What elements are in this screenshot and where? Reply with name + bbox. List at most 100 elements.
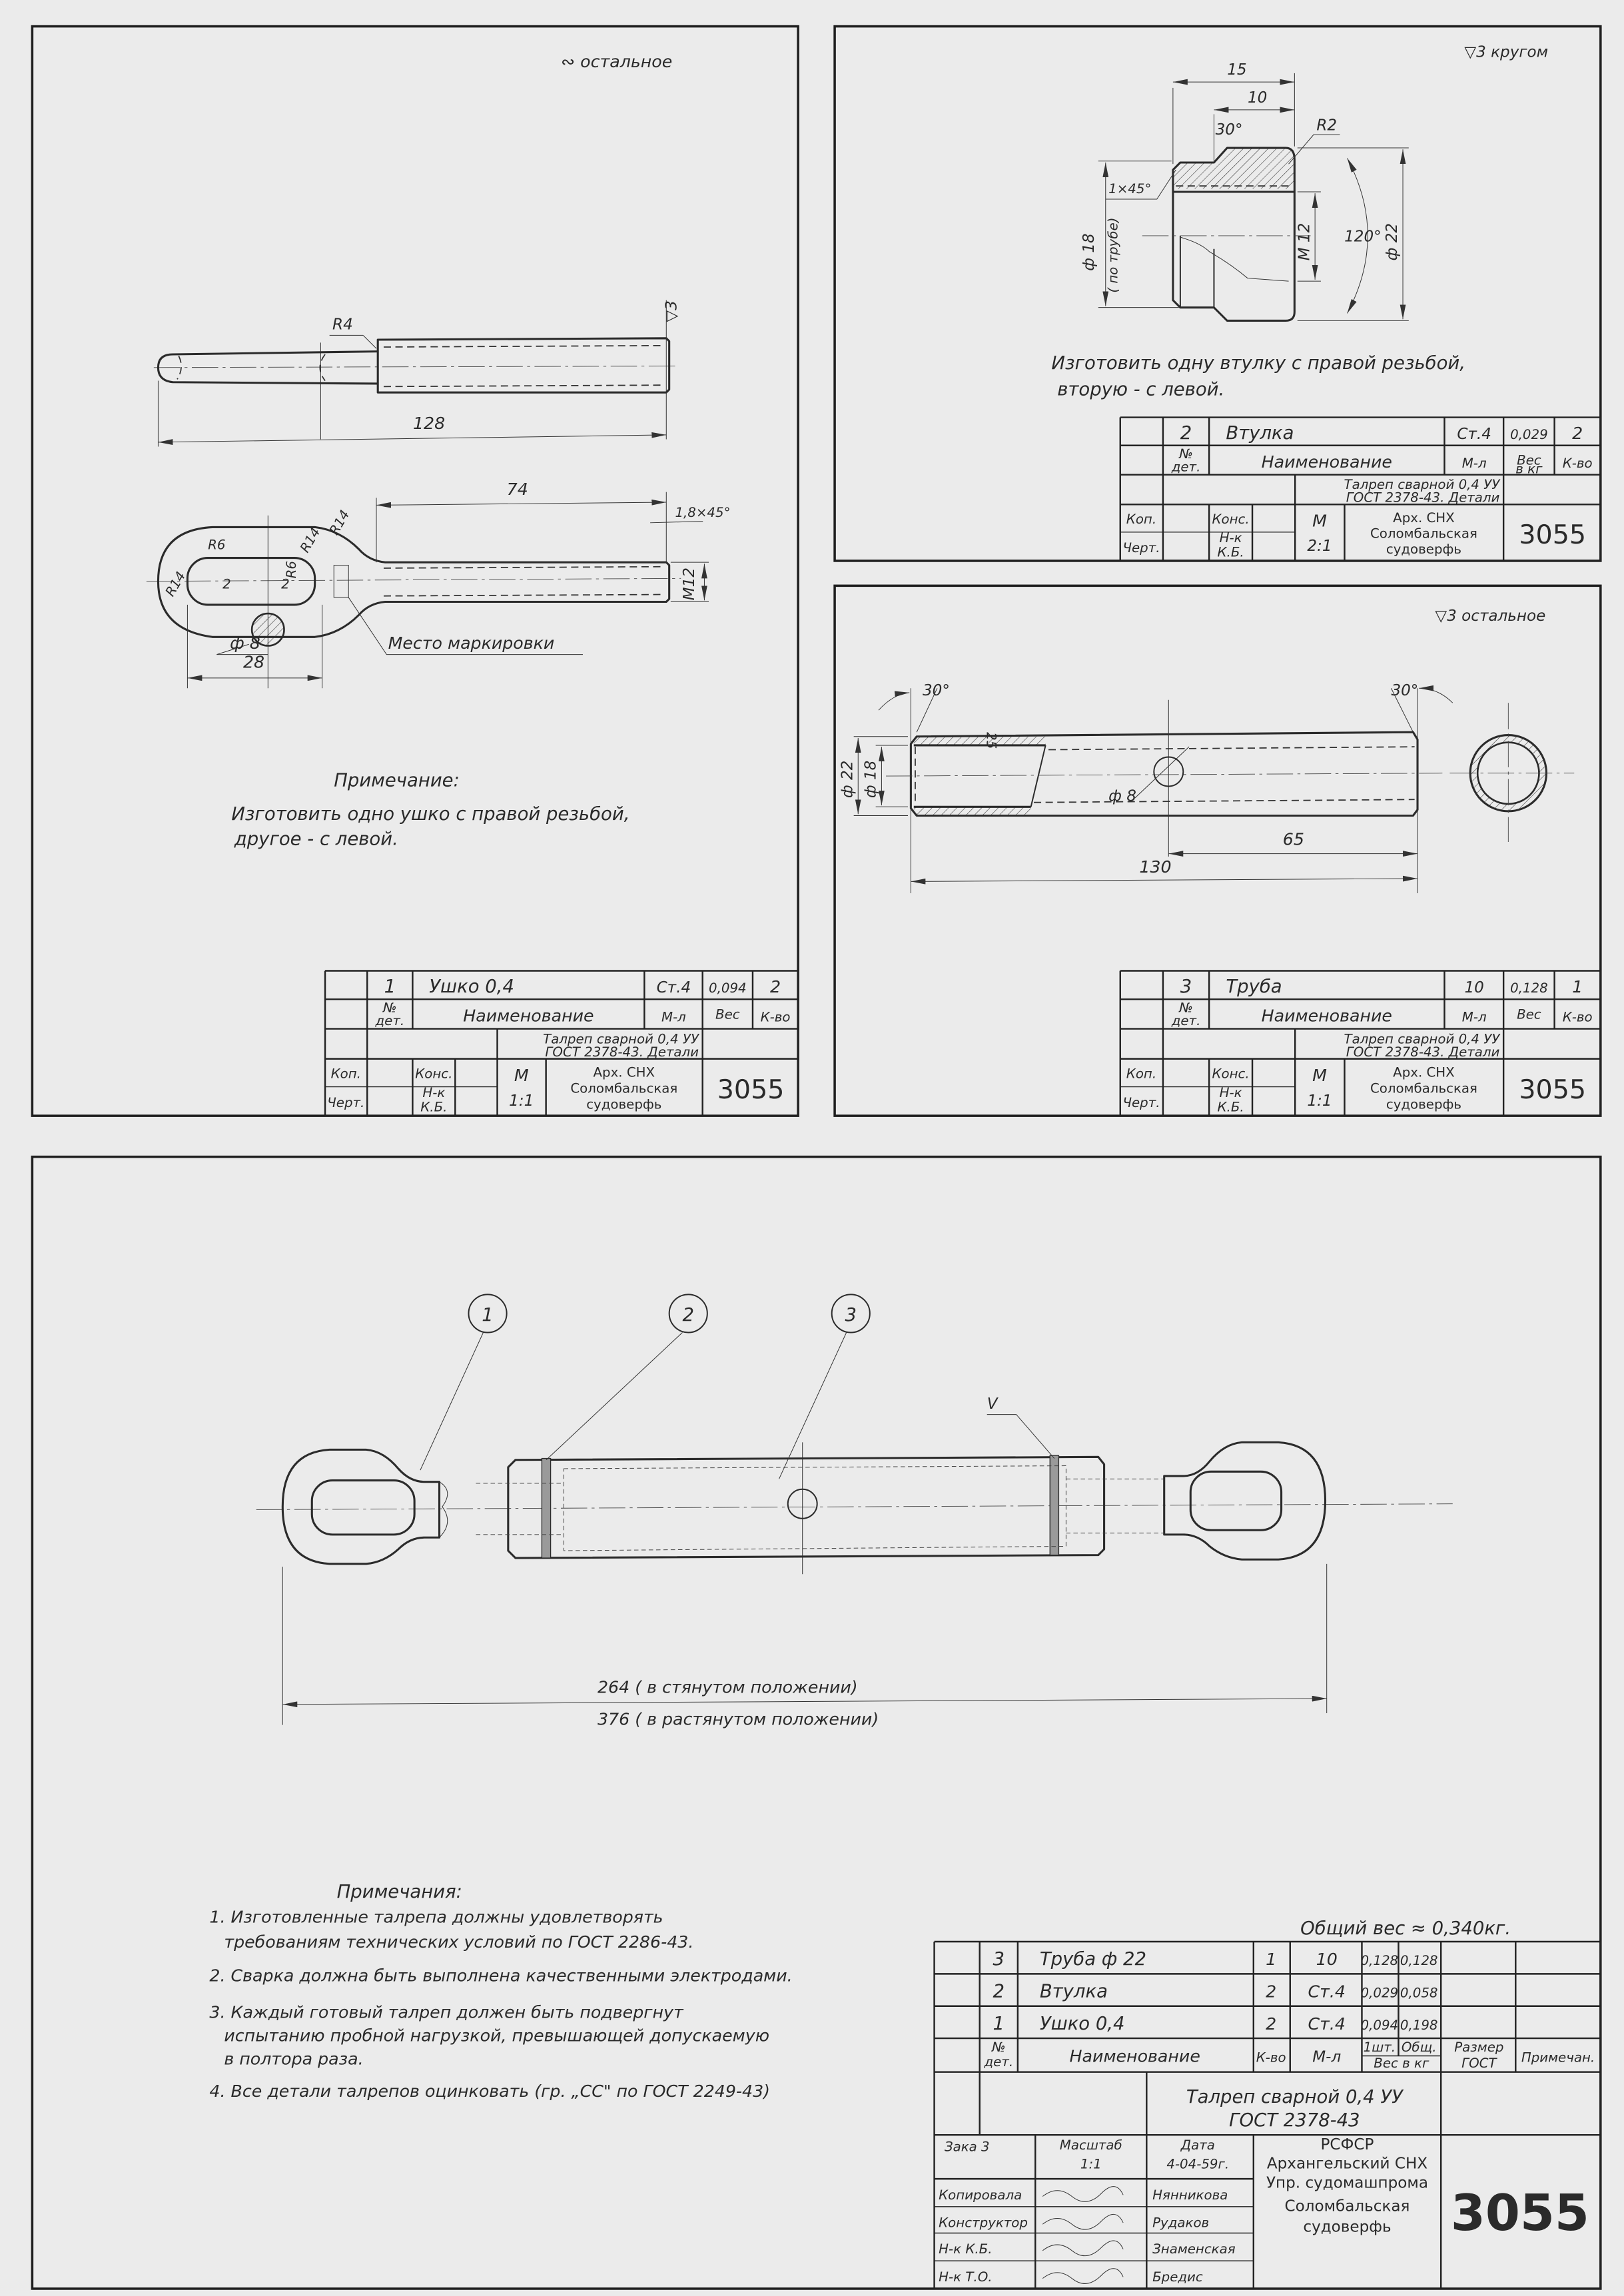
dim-angle-right-30: 30° — [1391, 682, 1418, 699]
eye-note-line: другое - с левой. — [234, 829, 398, 849]
dim-diameter-18: ф 18 — [1080, 233, 1098, 270]
weld-band-right — [1049, 1455, 1060, 1556]
label-drawn: Черт. — [1122, 1095, 1160, 1110]
bom-header-material: М-л — [1312, 2048, 1341, 2066]
assembly-sheet-frame — [31, 1155, 1602, 2290]
bom-header-size: Размер — [1454, 2040, 1503, 2055]
header-quantity: К-во — [1563, 1010, 1593, 1025]
header-quantity: К-во — [1563, 456, 1593, 471]
bom-part-name: Труба ф 22 — [1040, 1949, 1146, 1970]
bushing-note-line: вторую - с левой. — [1057, 380, 1224, 400]
drawing-title-2: ГОСТ 2378-43. Детали — [1346, 490, 1500, 506]
bom-unit-weight: 0,094 — [1361, 2018, 1399, 2033]
dim-angle-30: 30° — [1216, 121, 1243, 139]
tube-sheet: ▽3 остальное ф 8 25 30° 30° — [839, 607, 1602, 1117]
part-name: Втулка — [1226, 423, 1294, 444]
organization-line: Арх. СНХ — [1393, 1064, 1455, 1080]
dim-length-open: 376 ( в растянутом положении) — [598, 1710, 879, 1729]
callouts: 1 2 3 V — [420, 1294, 1055, 1479]
label-scale: М — [1312, 1066, 1327, 1085]
label-scale: М — [514, 1066, 529, 1085]
note-1-line-2: требованиям технических условий по ГОСТ … — [224, 1932, 693, 1952]
eye-sheet: ∾ остальное 128 R4 ▽3 — [146, 52, 799, 1117]
note-3-line-2: испытанию пробной нагрузкой, превышающей… — [224, 2026, 769, 2045]
right-eye — [1163, 1441, 1327, 1561]
note-2: 2. Сварка должна быть выполнена качестве… — [209, 1966, 792, 1985]
eye-note-line: Изготовить одно ушко с правой резьбой, — [231, 804, 629, 825]
label-designer: Конс. — [415, 1066, 452, 1082]
assembly-notes: Примечания: 1. Изготовленные талрепа дол… — [209, 1882, 792, 2101]
bom-header-name: Наименование — [1070, 2046, 1200, 2066]
dim-length-closed: 264 ( в стянутом положении) — [598, 1677, 858, 1697]
organization-line: Упр. судомашпрома — [1266, 2174, 1428, 2191]
bom-part-number: 3 — [993, 1949, 1005, 1970]
header-material: М-л — [1462, 456, 1487, 471]
dim-length-10: 10 — [1248, 89, 1267, 107]
dim-chamfer: 1,8×45° — [675, 505, 730, 520]
label-head: Н-к — [422, 1085, 445, 1100]
surface-finish-note: ▽3 кругом — [1464, 44, 1548, 61]
note-1-line-1: 1. Изготовленные талрепа должны удовлетв… — [209, 1907, 663, 1926]
dim-radius-r14-inner: R14 — [297, 525, 323, 555]
dim-radius-r4: R4 — [332, 316, 353, 334]
bom-header-remark: Примечан. — [1521, 2050, 1595, 2065]
organization-line: Соломбальская — [1370, 526, 1477, 541]
dim-diameter-22: ф 22 — [1384, 223, 1401, 260]
dim-inner-diameter-18: ф 18 — [863, 761, 880, 798]
bom-header-standard: ГОСТ — [1461, 2056, 1497, 2071]
bom-header-total-weight: Общ. — [1402, 2040, 1437, 2055]
label-drawn: Черт. — [1122, 540, 1160, 556]
dim-radius-r6-right: R6 — [284, 561, 299, 578]
header-name: Наименование — [463, 1006, 594, 1026]
dim-outer-diameter-22: ф 22 — [839, 761, 856, 798]
bom-material: Ст.4 — [1308, 1982, 1345, 2002]
tube-assembly — [476, 1455, 1164, 1559]
eye-plan-view: 74 1,8×45° M12 R14 R14 R14 R6 R6 2 2 ф 8… — [146, 480, 730, 689]
part-number: 2 — [1180, 423, 1192, 444]
dim-chamfer: 1×45° — [1108, 181, 1151, 196]
dim-thread-m12: M12 — [681, 568, 698, 600]
drawing-title-2: ГОСТ 2378-43. Детали — [1346, 1044, 1500, 1060]
date-value: 4-04-59г. — [1166, 2157, 1229, 2172]
bom-part-number: 1 — [993, 2014, 1005, 2034]
dim-hole-8: ф 8 — [1108, 787, 1136, 805]
bom-header-number: № — [991, 2040, 1006, 2055]
bom-quantity: 2 — [1266, 2014, 1276, 2034]
dim-length-15: 15 — [1227, 61, 1246, 79]
header-quantity: К-во — [761, 1010, 791, 1025]
eye-note-title: Примечание: — [334, 771, 460, 791]
header-weight: Вес — [1517, 453, 1541, 468]
part-name: Ушко 0,4 — [429, 976, 514, 997]
role-label: Копировала — [939, 2187, 1022, 2203]
drawing-title: Талреп сварной 0,4 УУ — [543, 1031, 700, 1046]
bom-total-weight: 0,198 — [1400, 2018, 1438, 2033]
role-label: Н-к Т.О. — [939, 2269, 992, 2285]
part-name: Труба — [1226, 976, 1282, 997]
assembly-view: 1 2 3 V 264 ( в стянутом положении) 376 … — [256, 1294, 1453, 1729]
label-copied: Коп. — [1126, 1066, 1156, 1082]
part-number: 1 — [384, 976, 396, 997]
bom-header-weight-kg: Вес в кг — [1374, 2056, 1429, 2071]
tube-view: ф 8 25 30° 30° ф 22 ф 18 65 130 — [839, 682, 1453, 893]
header-weight: Вес — [715, 1006, 740, 1022]
role-person: Рудаков — [1152, 2215, 1209, 2231]
part-number: 3 — [1180, 976, 1192, 997]
label-designer: Конс. — [1212, 1066, 1249, 1082]
drawing-title: Талреп сварной 0,4 УУ — [1344, 477, 1501, 492]
header-number-2: дет. — [375, 1013, 405, 1028]
part-quantity: 1 — [1572, 977, 1583, 996]
label-order: Зака 3 — [945, 2139, 990, 2154]
part-quantity: 2 — [770, 977, 781, 996]
dim-diameter-8: ф 8 — [230, 633, 260, 653]
organization-line: Соломбальская — [570, 1080, 677, 1096]
organization-line: судоверфь — [1303, 2218, 1391, 2235]
organization-line: судоверфь — [586, 1096, 661, 1112]
label-designer: Конс. — [1212, 512, 1249, 527]
header-number: № — [1178, 1000, 1193, 1016]
role-label: Н-к К.Б. — [939, 2241, 992, 2257]
left-eye — [281, 1448, 448, 1565]
roughness-mark: ▽3 — [663, 300, 681, 322]
